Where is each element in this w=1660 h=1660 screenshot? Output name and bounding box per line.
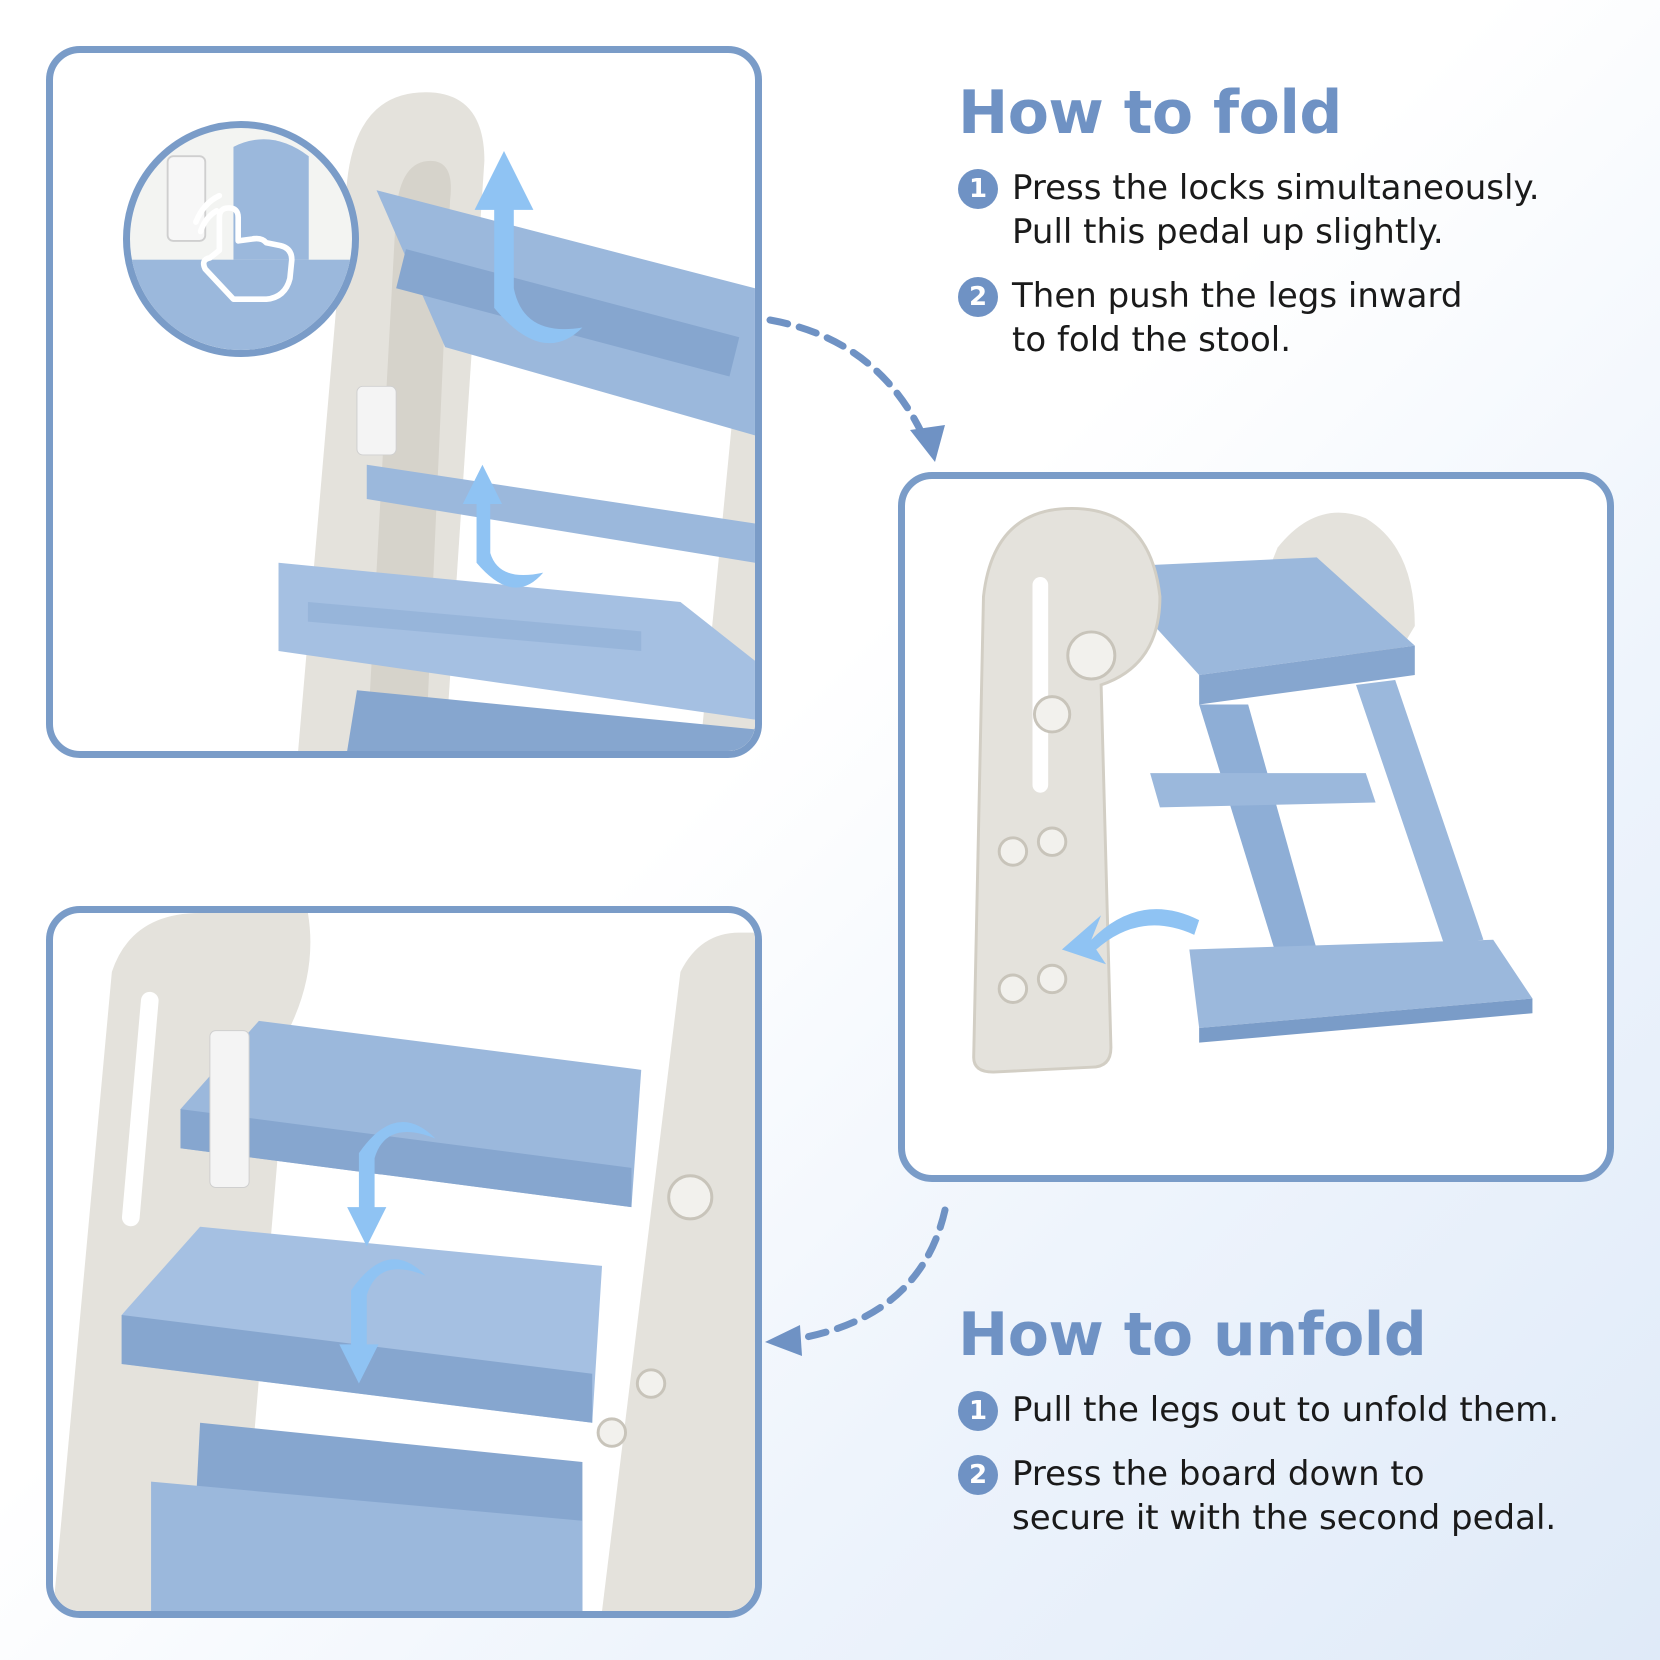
step-number-badge: 2	[958, 277, 998, 317]
step-text: Press the locks simultaneously. Pull thi…	[1012, 168, 1540, 252]
folded-stool-panel	[898, 472, 1614, 1182]
step-number-badge: 2	[958, 1455, 998, 1495]
rotate-down-arrow-icon	[347, 1121, 436, 1247]
folded-stool-illustration	[972, 506, 1533, 1074]
step-text: Press the board down to secure it with t…	[1012, 1454, 1557, 1538]
rotate-up-arrow-icon	[474, 151, 583, 344]
fold-closeup-panel	[46, 46, 762, 758]
rotate-down-arrow-icon	[339, 1259, 426, 1384]
unfold-instructions: How to unfold 1 Pull the legs out to unf…	[958, 1300, 1559, 1560]
rotate-up-arrow-icon	[462, 464, 544, 588]
step-text: Pull the legs out to unfold them.	[1012, 1390, 1560, 1430]
step-number-badge: 1	[958, 169, 998, 209]
unfold-step: 2 Press the board down to secure it with…	[958, 1452, 1559, 1540]
inward-arrow-icon	[1061, 909, 1200, 965]
unfold-title: How to unfold	[958, 1300, 1427, 1370]
unfold-closeup-panel	[46, 906, 762, 1618]
press-hand-icon	[193, 192, 295, 303]
step-text: Then push the legs inward to fold the st…	[1012, 276, 1463, 360]
lock-detail-inset	[123, 121, 359, 357]
step-number-badge: 1	[958, 1391, 998, 1431]
unfold-step: 1 Pull the legs out to unfold them.	[958, 1388, 1559, 1432]
fold-step: 1 Press the locks simultaneously. Pull t…	[958, 166, 1540, 254]
fold-step: 2 Then push the legs inward to fold the …	[958, 274, 1540, 362]
fold-title: How to fold	[958, 78, 1342, 148]
stool-unfold-closeup-illustration	[53, 913, 755, 1611]
fold-instructions: How to fold 1 Press the locks simultaneo…	[958, 78, 1540, 382]
stool-fold-closeup-illustration	[278, 92, 755, 751]
